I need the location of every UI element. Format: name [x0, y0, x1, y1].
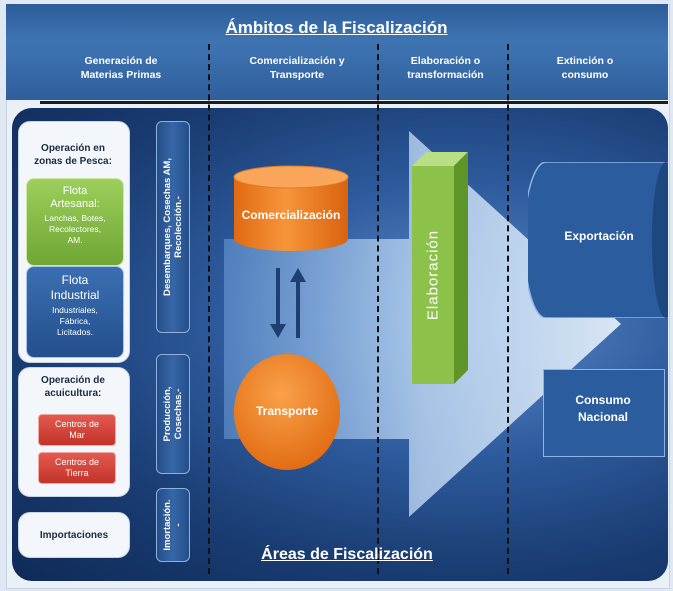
- flota-industrial-detail: Industriales, Fábrica, Licitados.: [27, 305, 123, 338]
- column-header-comercializacion: Comercialización y Transporte: [222, 54, 372, 82]
- importacion-bar: Imortación. -: [156, 488, 190, 562]
- areas-title: Áreas de Fiscalización: [261, 546, 433, 563]
- centros-mar-line: Centros de: [54, 419, 100, 429]
- produccion-label: Producción, Cosechas.-: [162, 387, 184, 442]
- flota-industrial-detail-line: Licitados.: [57, 327, 93, 337]
- importaciones-label: Importaciones: [39, 529, 109, 541]
- comercializacion-cylinder: [233, 165, 349, 251]
- pesca-title: Operación en zonas de Pesca:: [18, 142, 128, 168]
- consumo-nacional-line: Consumo: [575, 393, 631, 407]
- exportacion-label: Exportación: [564, 229, 634, 243]
- importaciones-box: Importaciones: [18, 512, 130, 558]
- column-header-line: Comercialización y: [249, 55, 345, 67]
- elaboracion-label: Elaboración: [424, 229, 442, 321]
- flota-industrial-detail-line: Industriales,: [52, 305, 98, 315]
- desembarques-label: Desembarques, Cosechas AM, Recolección.-: [162, 158, 184, 296]
- column-header-line: Materias Primas: [80, 69, 162, 81]
- column-header-elaboracion: Elaboración o transformación: [383, 54, 508, 82]
- transporte-label: Transporte: [255, 404, 318, 418]
- importacion-line: -: [173, 523, 184, 527]
- column-header-generacion: Generación de Materias Primas: [52, 54, 190, 82]
- flota-industrial-title-line: Flota: [61, 273, 89, 287]
- flota-artesanal-title: Flota Artesanal:: [27, 185, 123, 211]
- transporte-circle: [234, 354, 340, 470]
- flota-artesanal-title-line: Artesanal:: [50, 198, 100, 210]
- header-rule: [40, 101, 668, 104]
- column-header-line: transformación: [407, 69, 484, 81]
- flota-industrial-detail-line: Fábrica,: [59, 316, 91, 326]
- flota-industrial-title: Flota Industrial: [27, 273, 123, 303]
- bidirectional-arrows: [270, 268, 306, 338]
- consumo-nacional-line: Nacional: [577, 410, 628, 424]
- flota-artesanal-detail-line: AM.: [67, 235, 83, 245]
- pesca-title-line: Operación en: [41, 143, 105, 154]
- comercializacion-label: Comercialización: [241, 208, 341, 222]
- desembarques-line: Recolección.-: [173, 196, 184, 258]
- divider-line: [377, 44, 379, 574]
- header-band: [6, 4, 668, 100]
- centros-tierra-line: Centros de: [54, 457, 100, 467]
- column-header-line: Generación de: [84, 55, 158, 67]
- flota-artesanal-detail-line: Recolectores,: [49, 224, 101, 234]
- produccion-line: Producción,: [162, 386, 173, 442]
- column-header-line: Elaboración o: [410, 55, 481, 67]
- flota-industrial-title-line: Industrial: [50, 288, 100, 302]
- flota-industrial-box: Flota Industrial Industriales, Fábrica, …: [26, 266, 124, 358]
- centros-mar-line: Mar: [69, 430, 85, 440]
- column-header-line: consumo: [561, 69, 609, 81]
- acuicultura-title-line: Operación de: [41, 375, 105, 386]
- flota-artesanal-title-line: Flota: [62, 185, 88, 197]
- acuicultura-title: Operación de acuicultura:: [18, 374, 128, 400]
- centros-mar-box: Centros de Mar: [38, 414, 116, 446]
- produccion-line: Cosechas.-: [173, 388, 184, 440]
- flota-artesanal-detail: Lanchas, Botes, Recolectores, AM.: [27, 213, 123, 246]
- centros-tierra-line: Tierra: [65, 468, 89, 478]
- divider-line: [507, 44, 509, 574]
- desembarques-line: Desembarques, Cosechas AM,: [162, 158, 173, 296]
- column-header-extincion: Extinción o consumo: [515, 54, 655, 82]
- produccion-bar: Producción, Cosechas.-: [156, 354, 190, 474]
- centros-tierra-box: Centros de Tierra: [38, 452, 116, 484]
- consumo-nacional-label: Consumo Nacional: [543, 392, 663, 426]
- elaboracion-box: [412, 152, 468, 384]
- column-header-line: Extinción o: [556, 55, 614, 67]
- diagram-title: Ámbitos de la Fiscalización: [225, 18, 448, 37]
- exportacion-shape: [528, 162, 668, 318]
- column-header-line: Transporte: [269, 69, 325, 81]
- divider-line: [208, 44, 210, 574]
- consumo-nacional-box: [543, 369, 665, 457]
- desembarques-bar: Desembarques, Cosechas AM, Recolección.-: [156, 121, 190, 333]
- elaboracion-label-wrap: Elaboración: [412, 166, 454, 384]
- flota-artesanal-box: Flota Artesanal: Lanchas, Botes, Recolec…: [26, 178, 124, 266]
- pesca-title-line: zonas de Pesca:: [34, 156, 112, 167]
- importacion-line: Imortación.: [162, 499, 173, 551]
- flota-artesanal-detail-line: Lanchas, Botes,: [44, 213, 106, 223]
- importacion-label: Imortación. -: [162, 499, 184, 550]
- acuicultura-title-line: acuicultura:: [44, 388, 102, 399]
